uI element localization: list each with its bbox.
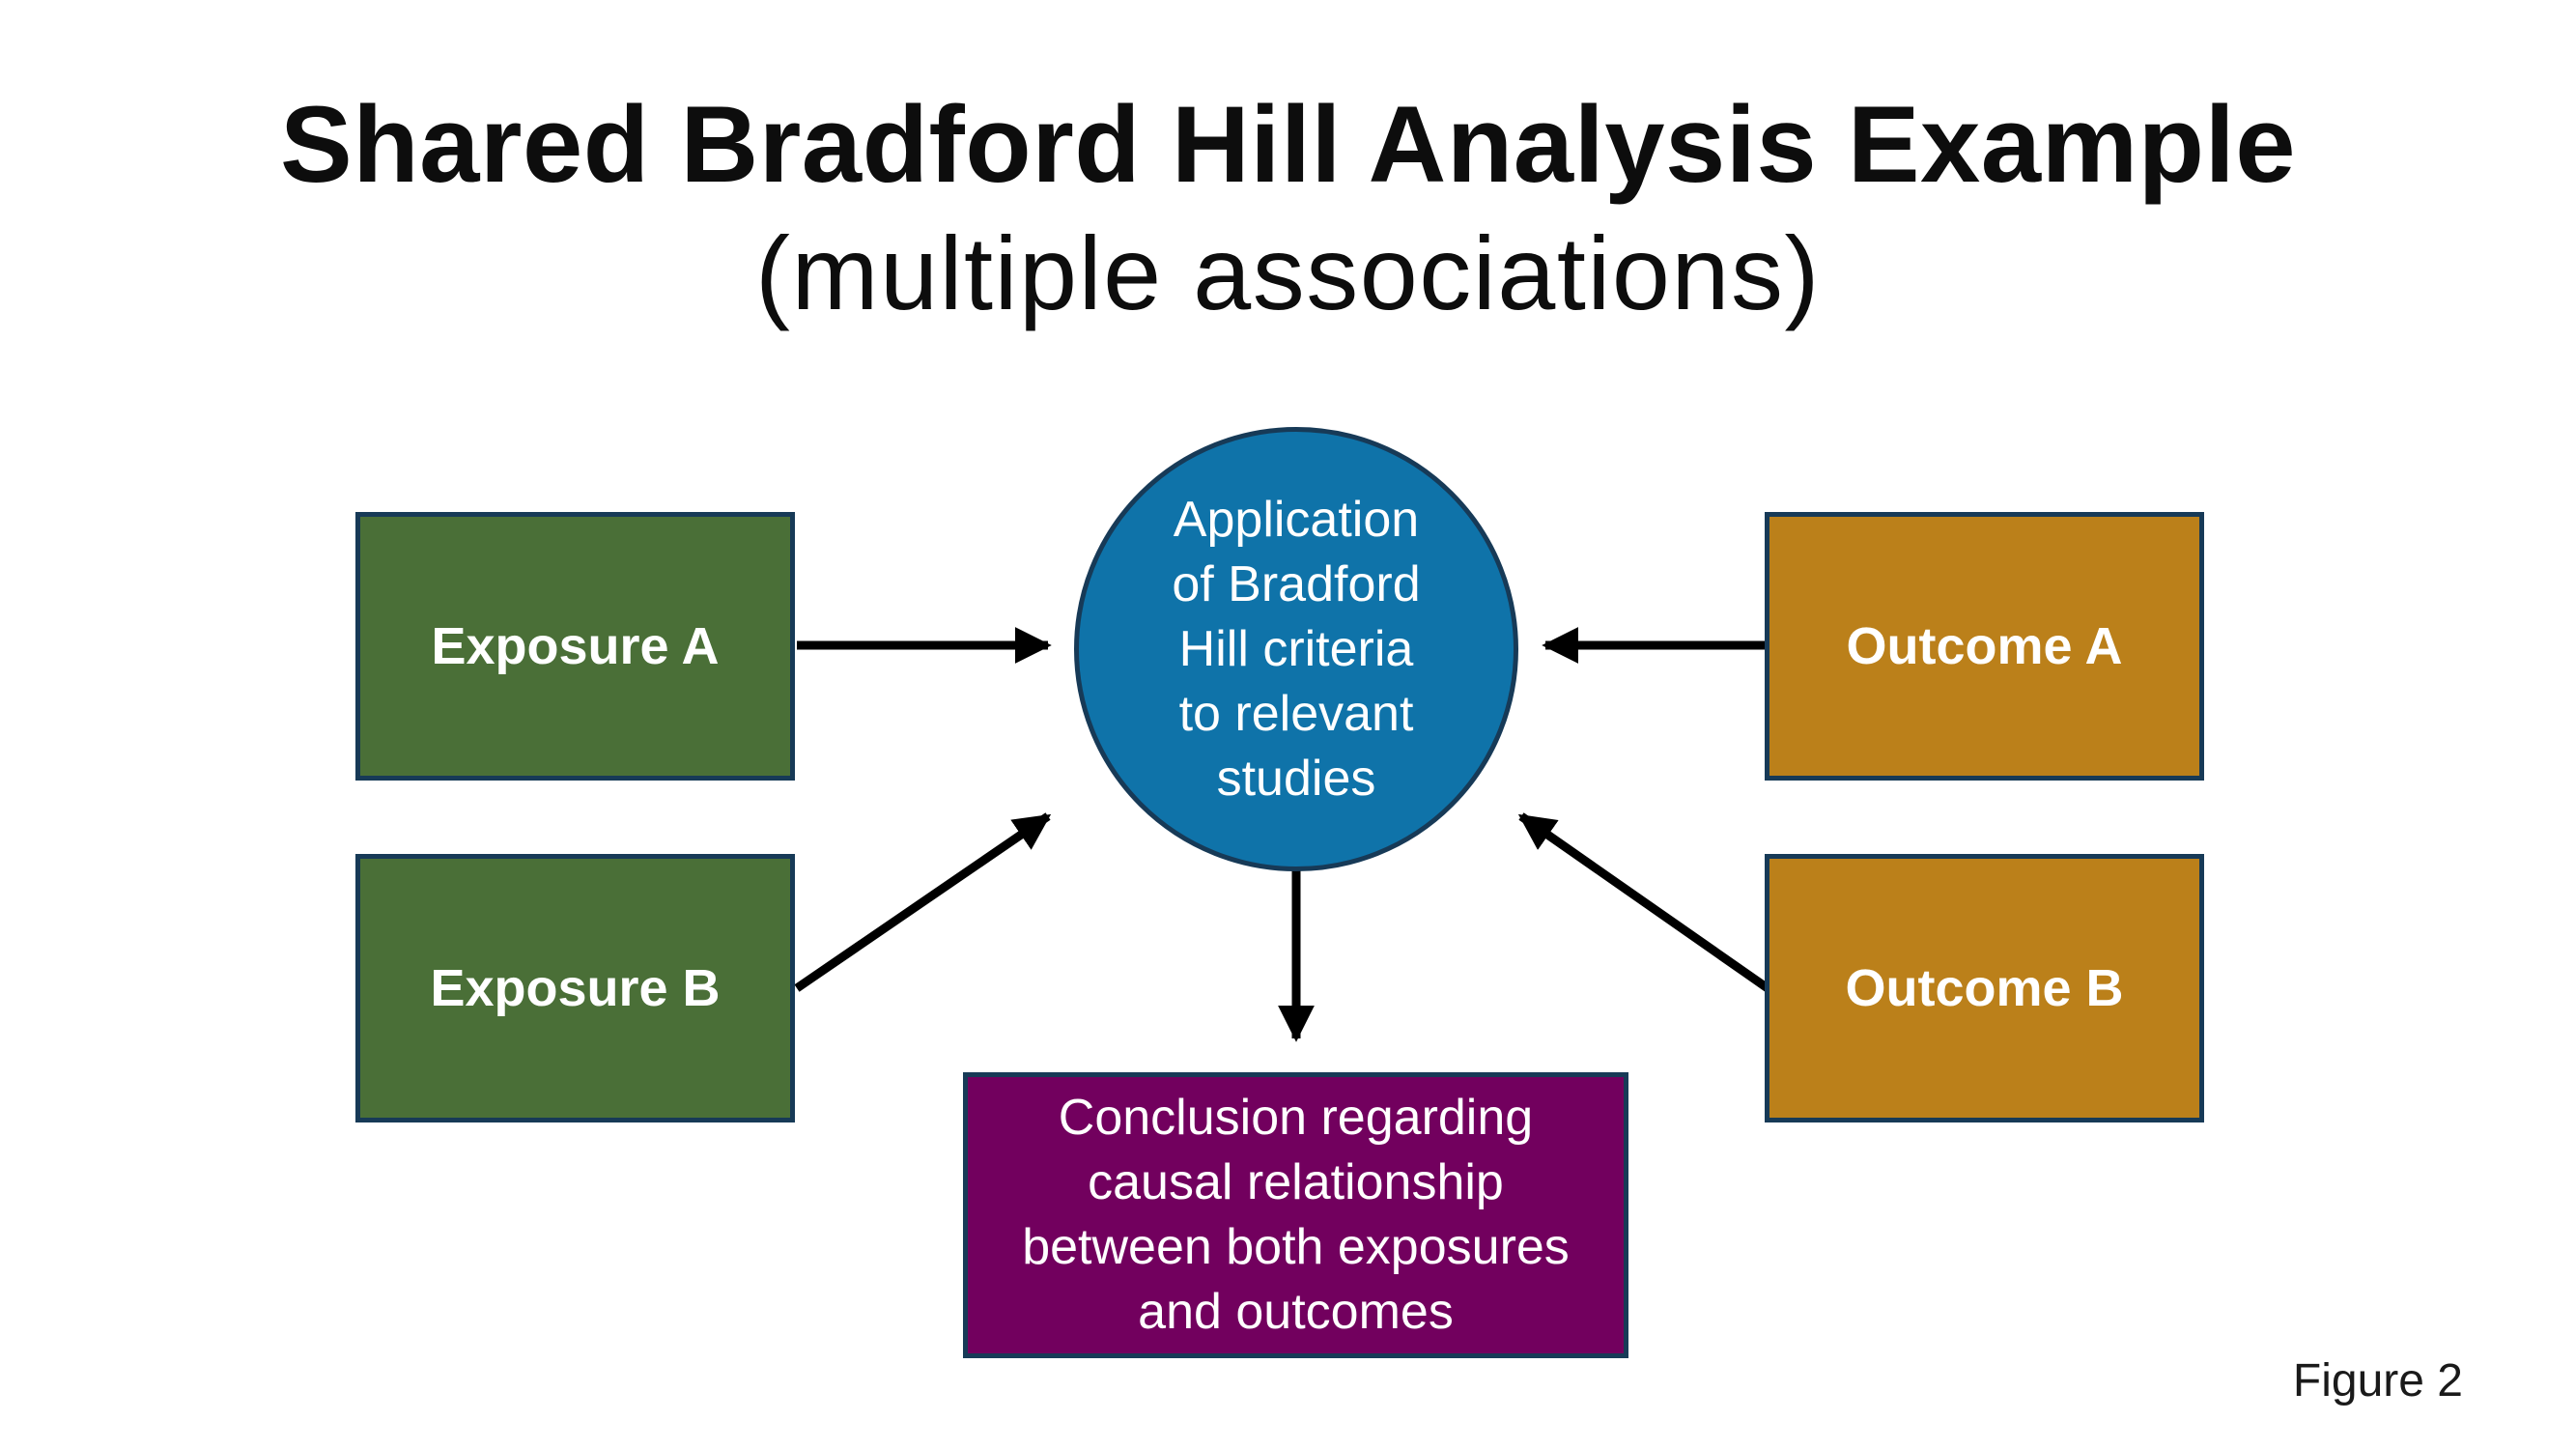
conclusion-label: Conclusion regarding causal relationship… <box>1022 1090 1570 1340</box>
conclusion-box: Conclusion regarding causal relationship… <box>963 1072 1628 1358</box>
bradford-hill-criteria-circle: Application of Bradford Hill criteria to… <box>1074 427 1518 871</box>
exposure-b-box: Exposure B <box>355 854 795 1122</box>
figure-label: Figure 2 <box>2292 1355 2463 1406</box>
diagram-title: Shared Bradford Hill Analysis Example <box>280 84 2296 205</box>
outcome-a-label: Outcome A <box>1846 617 2123 675</box>
exposure-b-label: Exposure B <box>430 959 721 1017</box>
diagram-subtitle: (multiple associations) <box>755 214 1821 331</box>
outcome-a-box: Outcome A <box>1765 512 2204 781</box>
arrow-exposure-b-to-center <box>794 812 1052 992</box>
exposure-a-box: Exposure A <box>355 512 795 781</box>
outcome-b-box: Outcome B <box>1765 854 2204 1122</box>
arrow-outcome-b-to-center <box>1517 812 1770 992</box>
outcome-b-label: Outcome B <box>1845 959 2124 1017</box>
exposure-a-label: Exposure A <box>431 617 720 675</box>
center-label: Application of Bradford Hill criteria to… <box>1172 491 1421 807</box>
